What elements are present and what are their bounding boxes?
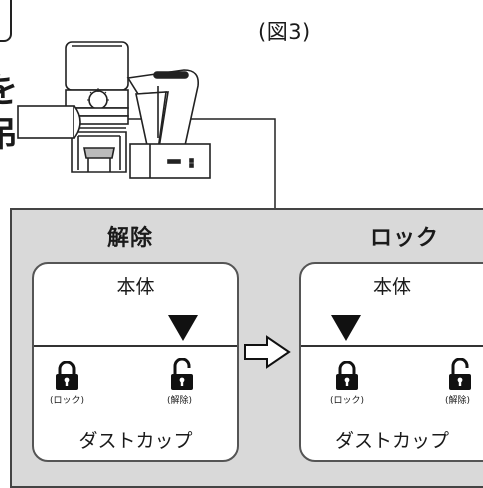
triangle-down-icon — [168, 315, 198, 341]
dust-cup-label: ダストカップ — [334, 430, 449, 452]
vacuum-device-illustration — [17, 41, 211, 179]
padlock-open-icon — [171, 358, 193, 390]
lock-state-label: (ロック) — [330, 396, 365, 406]
cropped-text-fragment: 吊 — [0, 115, 18, 155]
cropped-callout-box — [0, 0, 12, 42]
padlock-open-icon — [449, 358, 471, 390]
release-diagram-card: 本体 (ロック) (解除) ダストカップ — [32, 262, 239, 462]
dust-cup-label: ダストカップ — [78, 430, 193, 452]
body-label: 本体 — [372, 276, 411, 298]
padlock-closed-icon — [336, 361, 358, 390]
hollow-right-arrow-icon — [244, 335, 291, 369]
release-state-label: (解除) — [167, 396, 193, 406]
release-title: 解除 — [107, 226, 154, 251]
body-label: 本体 — [116, 276, 155, 298]
release-state-label: (解除) — [445, 396, 471, 406]
padlock-closed-icon — [56, 361, 78, 390]
body-section: 本体 — [301, 264, 483, 347]
body-section: 本体 — [34, 264, 237, 347]
lock-title: ロック — [370, 226, 440, 251]
figure-label: (図3) — [258, 20, 311, 44]
triangle-down-icon — [331, 315, 361, 341]
lock-diagram-card: 本体 (ロック) (解除) ダストカップ — [299, 262, 483, 462]
cropped-text-fragment: を — [0, 71, 18, 111]
lock-state-label: (ロック) — [50, 396, 85, 406]
